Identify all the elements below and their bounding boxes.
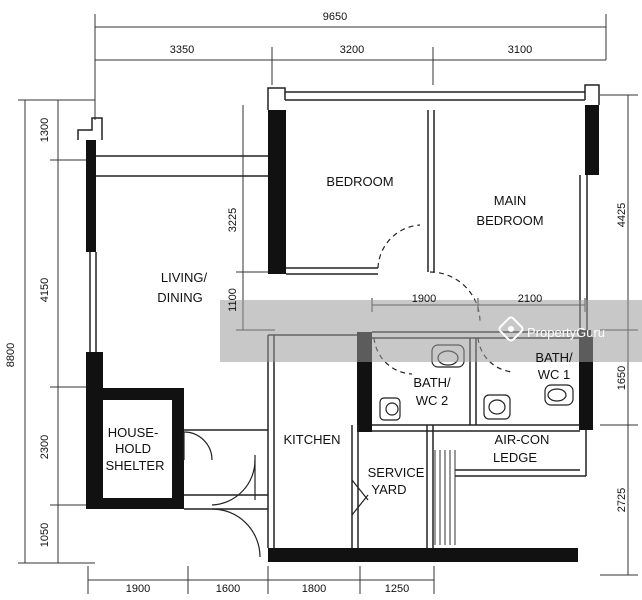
dim-inner-v-2: 1100 — [227, 288, 239, 312]
dim-left-2: 4150 — [39, 278, 51, 302]
room-aircon-line2: LEDGE — [493, 450, 537, 465]
dim-right-2: 1650 — [616, 366, 628, 390]
dim-left-overall: 8800 — [5, 343, 17, 367]
room-bath-2-line2: WC 2 — [416, 393, 449, 408]
dim-top-1: 3350 — [170, 44, 194, 56]
dim-bottom-3: 1800 — [302, 583, 326, 595]
room-shelter-line3: SHELTER — [106, 458, 165, 473]
dim-top-3: 3100 — [508, 44, 532, 56]
dim-inner-h-2: 2100 — [518, 293, 542, 305]
room-service-yard-line2: YARD — [371, 482, 406, 497]
dim-inner-h-1: 1900 — [412, 293, 436, 305]
room-bedroom: BEDROOM — [326, 174, 393, 189]
room-bath-1-line2: WC 1 — [538, 367, 571, 382]
room-living-line1: LIVING/ — [161, 270, 208, 285]
dim-top-2: 3200 — [340, 44, 364, 56]
dim-bottom-2: 1600 — [216, 583, 240, 595]
dim-right-3: 2725 — [616, 488, 628, 512]
watermark-text: PropertyGuru — [527, 325, 605, 340]
dim-right-1: 4425 — [616, 203, 628, 227]
room-kitchen: KITCHEN — [283, 432, 340, 447]
room-service-yard-line1: SERVICE — [368, 465, 425, 480]
watermark-banner — [220, 300, 642, 362]
door-swings — [183, 224, 515, 558]
room-bath-1-line1: BATH/ — [535, 350, 573, 365]
dim-inner-v-1: 3225 — [227, 208, 239, 232]
yard-grating — [434, 450, 456, 545]
room-shelter-line2: HOLD — [115, 441, 151, 456]
room-bath-2-line1: BATH/ — [413, 375, 451, 390]
room-aircon-line1: AIR-CON — [495, 432, 550, 447]
room-main-bedroom-line2: BEDROOM — [476, 213, 543, 228]
dim-left-1: 1300 — [39, 118, 51, 142]
propertyguru-logo-icon — [498, 316, 524, 342]
room-shelter-line1: HOUSE- — [108, 425, 159, 440]
dim-left-4: 1050 — [39, 523, 51, 547]
room-main-bedroom-line1: MAIN — [494, 193, 527, 208]
dim-overall-width: 9650 — [323, 11, 347, 23]
dim-bottom-4: 1250 — [385, 583, 409, 595]
dim-left-3: 2300 — [39, 435, 51, 459]
dim-bottom-1: 1900 — [126, 583, 150, 595]
room-living-line2: DINING — [157, 290, 203, 305]
